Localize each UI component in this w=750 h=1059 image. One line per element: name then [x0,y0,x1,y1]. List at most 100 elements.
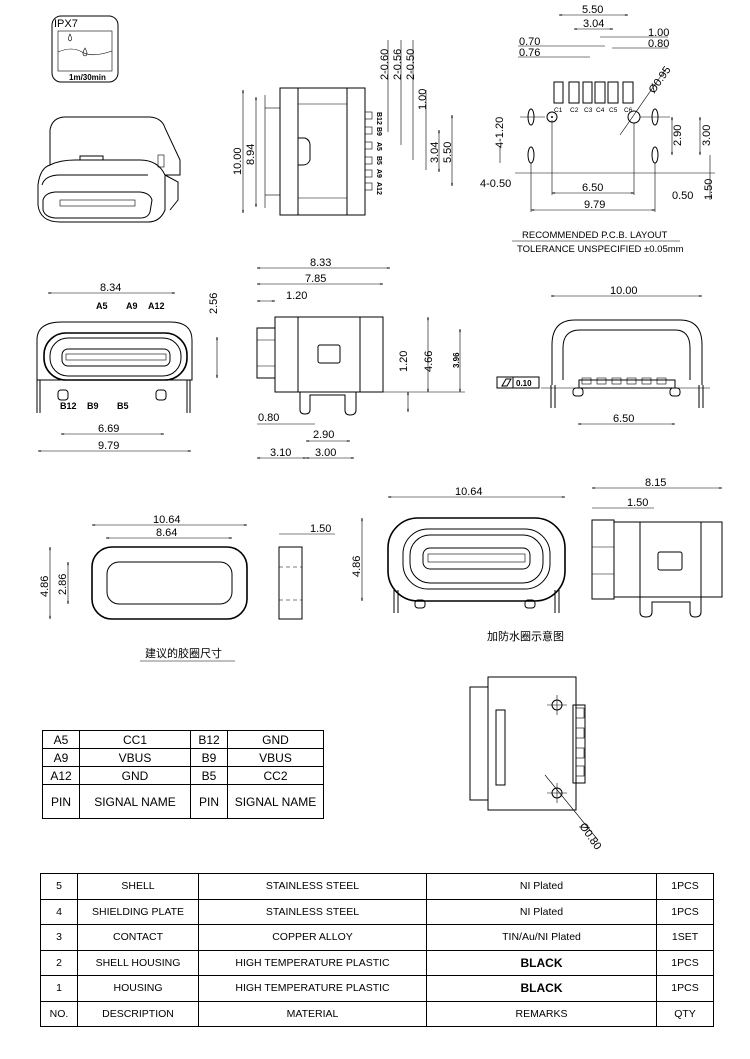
pin-label: A12 [375,182,382,195]
top-view: B12 B9 A5 B5 A9 A12 10.00 8.94 2-0.60 2-… [232,40,454,216]
header-cell: REMARKS [426,1000,657,1027]
table-row: 2 SHELL HOUSING HIGH TEMPERATURE PLASTIC… [40,949,714,976]
dim-label: 4-0.50 [480,178,511,190]
dim-label: 3.10 [270,447,291,459]
header-cell: QTY [656,1000,714,1027]
dim-label: 4-1.20 [494,117,506,148]
table-row: 5 SHELL STAINLESS STEEL NI Plated 1PCS [40,873,714,900]
dim-label: 9.79 [98,440,119,452]
description-cell: SHELL [77,873,199,900]
front-view: 8.34 2.56 6.69 9.79 A5 A9 A12 B12 B9 B5 [36,282,220,452]
water-drop-icon [68,33,72,42]
table-row: 3 CONTACT COPPER ALLOY TIN/Au/NI Plated … [40,924,714,951]
dim-label: 2.90 [672,125,684,146]
dim-label: 0.70 [519,36,540,48]
bill-of-materials-table: 5 SHELL STAINLESS STEEL NI Plated 1PCS 4… [40,873,714,1027]
remarks-cell: BLACK [426,975,657,1002]
header-cell: PIN [190,784,228,819]
dim-label: 8.15 [645,477,666,489]
material-cell: STAINLESS STEEL [198,898,427,925]
side-view: 8.33 7.85 1.20 4.66 1.20 3.96 0.80 2.90 … [256,257,465,459]
dim-label: 4.66 [423,351,435,372]
dim-label: 8.33 [310,257,331,269]
dim-label: 0.80 [258,412,279,424]
pin-label: B12 [375,112,382,125]
dim-label: 2-0.60 [379,49,391,80]
dim-label: 5.50 [582,4,603,16]
pad-label: C5 [609,107,618,114]
dim-label: 3.04 [583,18,604,30]
qty-cell: 1PCS [656,949,714,976]
header-cell: DESCRIPTION [77,1000,199,1027]
header-cell: PIN [42,784,80,819]
flatness-tolerance-box [496,376,540,389]
description-cell: CONTACT [77,924,199,951]
dim-label: 3.96 [452,352,461,368]
pad-label: C1 [554,107,563,114]
pin-label: B5 [375,156,382,165]
dim-label: 1.00 [417,89,429,110]
dim-label: 2-0.56 [392,49,404,80]
ipx-rating: IPX7 [54,18,78,30]
dim-label: 9.79 [584,199,605,211]
remarks-cell: TIN/Au/NI Plated [426,924,657,951]
signal-cell: GND [227,730,324,749]
pin-cell: A9 [42,748,80,767]
gasket-drawing: 10.64 8.64 4.86 2.86 1.50 建议的胶圈尺寸 [39,514,335,662]
header-cell: SIGNAL NAME [227,784,324,819]
signal-cell: VBUS [227,748,324,767]
pin-label: A9 [126,301,138,311]
dim-label: 2-0.50 [405,49,417,80]
qty-cell: 1PCS [656,975,714,1002]
dim-label: 3.04 [429,142,441,163]
table-row: 4 SHIELDING PLATE STAINLESS STEEL NI Pla… [40,898,714,925]
pin-label: B9 [375,127,382,136]
signal-cell: CC1 [79,730,191,749]
dim-label: Ø0.80 [577,821,604,852]
pin-assignment-table: A5 CC1 B12 GND A9 VBUS B9 VBUS A12 GND B… [42,730,324,819]
pin-label: A9 [375,169,382,178]
pad-label: C3 [584,107,593,114]
rear-view: 0.10 10.00 6.50 [496,285,710,425]
bottom-view: Ø0.80 [469,676,604,852]
no-cell: 2 [40,949,78,976]
signal-cell: GND [79,766,191,785]
dim-label: 7.85 [305,273,326,285]
no-cell: 5 [40,873,78,900]
dim-label: 3.00 [315,447,336,459]
connector-3d-view [37,116,181,223]
signal-cell: CC2 [227,766,324,785]
description-cell: HOUSING [77,975,199,1002]
dim-label: 8.94 [245,144,257,165]
pin-label: B12 [60,401,77,411]
table-row: A5 CC1 B12 GND [42,730,324,749]
top-view-pins [364,111,373,191]
dim-label: 2.90 [313,429,334,441]
table-header-row: PIN SIGNAL NAME PIN SIGNAL NAME [42,784,324,819]
dim-label: 1.20 [398,351,410,372]
header-cell: SIGNAL NAME [79,784,191,819]
table-row: A12 GND B5 CC2 [42,766,324,785]
dim-label: 2.86 [57,574,69,595]
tolerance-note: TOLERANCE UNSPECIFIED ±0.05mm [517,244,684,255]
remarks-cell: NI Plated [426,873,657,900]
flatness-value: 0.10 [516,379,532,388]
water-drop-icon [82,47,88,57]
no-cell: 4 [40,898,78,925]
no-cell: 3 [40,924,78,951]
header-cell: MATERIAL [198,1000,427,1027]
dim-label: Ø0.95 [647,64,674,95]
dim-label: 1.00 [648,27,669,39]
pcb-layout: C1 C2 C3 C4 C5 C6 5.50 3.04 1.00 0.80 0.… [480,4,715,255]
dim-label: 10.64 [455,486,483,498]
dim-label: 1.20 [286,290,307,302]
dim-label: 6.69 [98,423,119,435]
dim-label: 0.76 [519,47,540,59]
pin-label: B5 [117,401,129,411]
flatness-icon [501,378,512,387]
signal-cell: VBUS [79,748,191,767]
pin-cell: B12 [190,730,228,749]
description-cell: SHIELDING PLATE [77,898,199,925]
material-cell: HIGH TEMPERATURE PLASTIC [198,975,427,1002]
pin-cell: B5 [190,766,228,785]
